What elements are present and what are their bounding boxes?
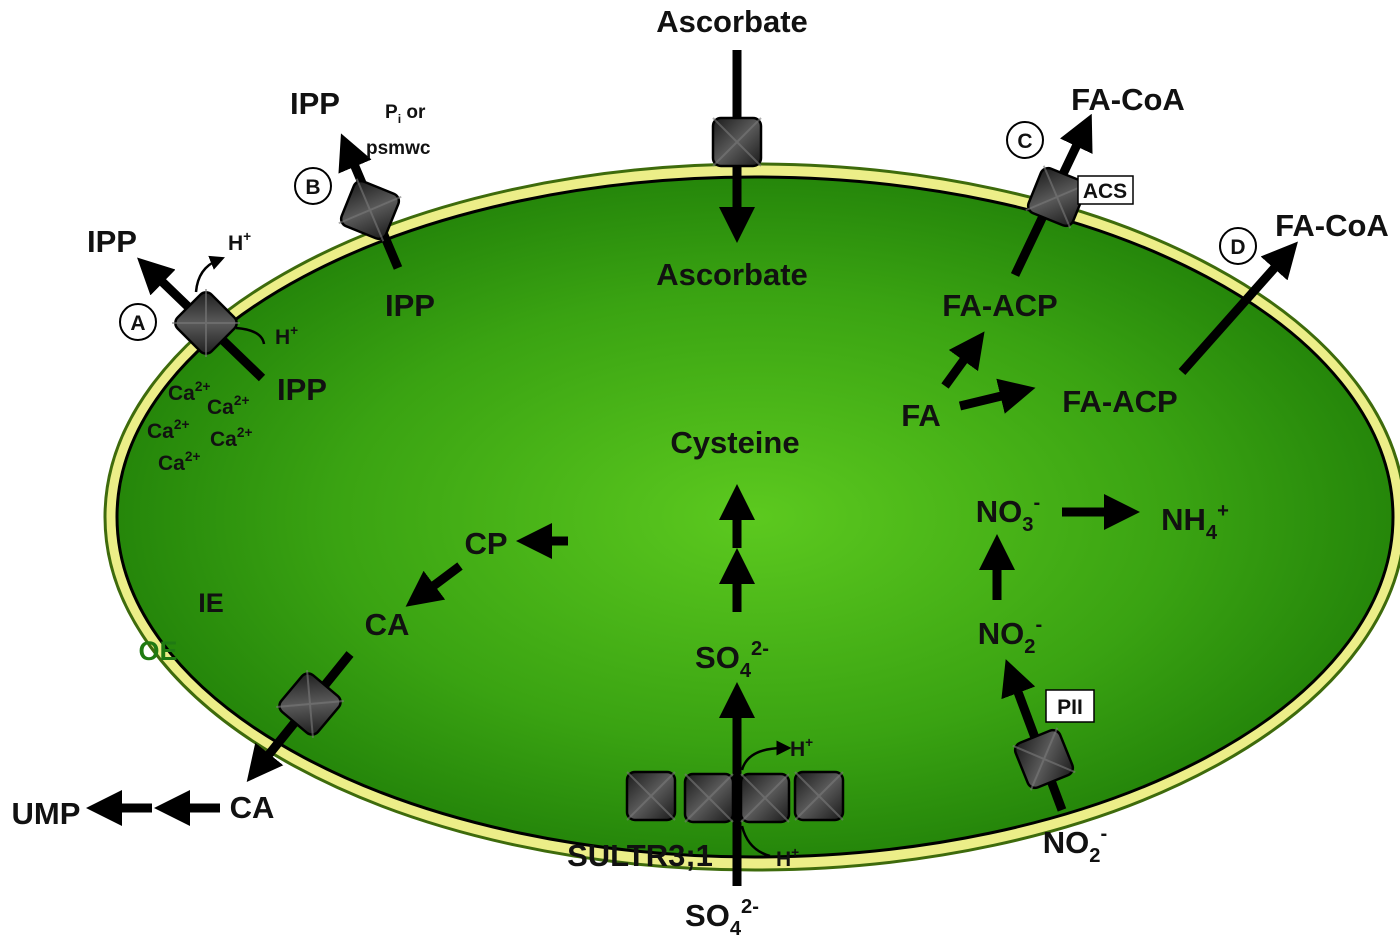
svg-text:B: B — [305, 176, 320, 199]
calcium-ions: Ca2+ Ca2+ Ca2+ Ca2+ Ca2+ — [147, 379, 252, 475]
cysteine-label: Cysteine — [670, 425, 799, 460]
ca-outside-label: CA — [230, 790, 275, 825]
svg-text:D: D — [1230, 236, 1245, 259]
ipp-b-in-label: IPP — [385, 288, 435, 323]
nh4-label: NH4+ — [1161, 500, 1229, 544]
ump-label: UMP — [12, 796, 81, 831]
pi-or-label: Pi or — [385, 102, 426, 126]
ca2-label-3: Ca2+ — [147, 417, 189, 443]
h-plus-a-in-label: H+ — [275, 323, 298, 349]
h-plus-sultr-in-label: H+ — [776, 845, 799, 871]
cp-label: CP — [464, 526, 507, 561]
marker-d: D — [1219, 227, 1257, 265]
marker-c: C — [1006, 121, 1044, 159]
fa-coa-c-label: FA-CoA — [1071, 82, 1185, 117]
acs-label-box: ACS — [1077, 175, 1134, 205]
marker-a: A — [119, 303, 157, 341]
fa-coa-d-label: FA-CoA — [1275, 208, 1389, 243]
pii-label-box: PII — [1045, 689, 1095, 723]
stroma — [115, 175, 1395, 859]
no2-inside-label: NO2- — [978, 614, 1042, 658]
psmwc-label: psmwc — [366, 138, 431, 159]
svg-text:ACS: ACS — [1083, 180, 1127, 203]
so4-inside-label: SO42- — [695, 638, 769, 682]
ipp-b-out-label: IPP — [290, 86, 340, 121]
cp-to-ca-arrow — [405, 562, 463, 607]
ca2-label-5: Ca2+ — [158, 449, 200, 475]
h-in-curve-a — [235, 326, 266, 345]
svg-text:C: C — [1017, 130, 1032, 153]
h-plus-a-out-label: H+ — [228, 229, 251, 255]
fa-acp-right-label: FA-ACP — [1062, 384, 1177, 419]
fa-to-acp-top-arrow — [941, 331, 985, 389]
fa-to-acp-right-arrow — [958, 378, 1036, 414]
outer-envelope-label: OE — [138, 636, 177, 666]
ca2-label-2: Ca2+ — [207, 393, 249, 419]
no3-label: NO3- — [976, 492, 1040, 536]
so4-outside-label: SO42- — [685, 896, 759, 940]
ca2-label-1: Ca2+ — [168, 379, 210, 405]
h-out-arrow-sultr — [740, 740, 792, 771]
ascorbate-transporter — [711, 116, 763, 168]
fa-label: FA — [901, 398, 941, 433]
sultr-label: SULTR3;1 — [567, 838, 713, 873]
h-in-curve-sultr — [740, 825, 771, 858]
svg-text:A: A — [130, 312, 145, 335]
h-plus-sultr-out-label: H+ — [790, 735, 813, 761]
inner-envelope-label: IE — [198, 588, 224, 618]
ipp-a-in-label: IPP — [277, 372, 327, 407]
ipp-a-out-label: IPP — [87, 224, 137, 259]
marker-b: B — [294, 167, 332, 205]
ca-inside-label: CA — [365, 607, 410, 642]
ascorbate-inside-label: Ascorbate — [656, 257, 808, 292]
ascorbate-outside-label: Ascorbate — [656, 4, 808, 39]
fa-coa-d-arrow — [1178, 241, 1298, 375]
ca2-label-4: Ca2+ — [210, 425, 252, 451]
no2-outside-label: NO2- — [1043, 823, 1107, 867]
h-out-arrow-a — [194, 255, 225, 293]
fa-acp-top-label: FA-ACP — [942, 288, 1057, 323]
svg-text:PII: PII — [1057, 696, 1083, 719]
